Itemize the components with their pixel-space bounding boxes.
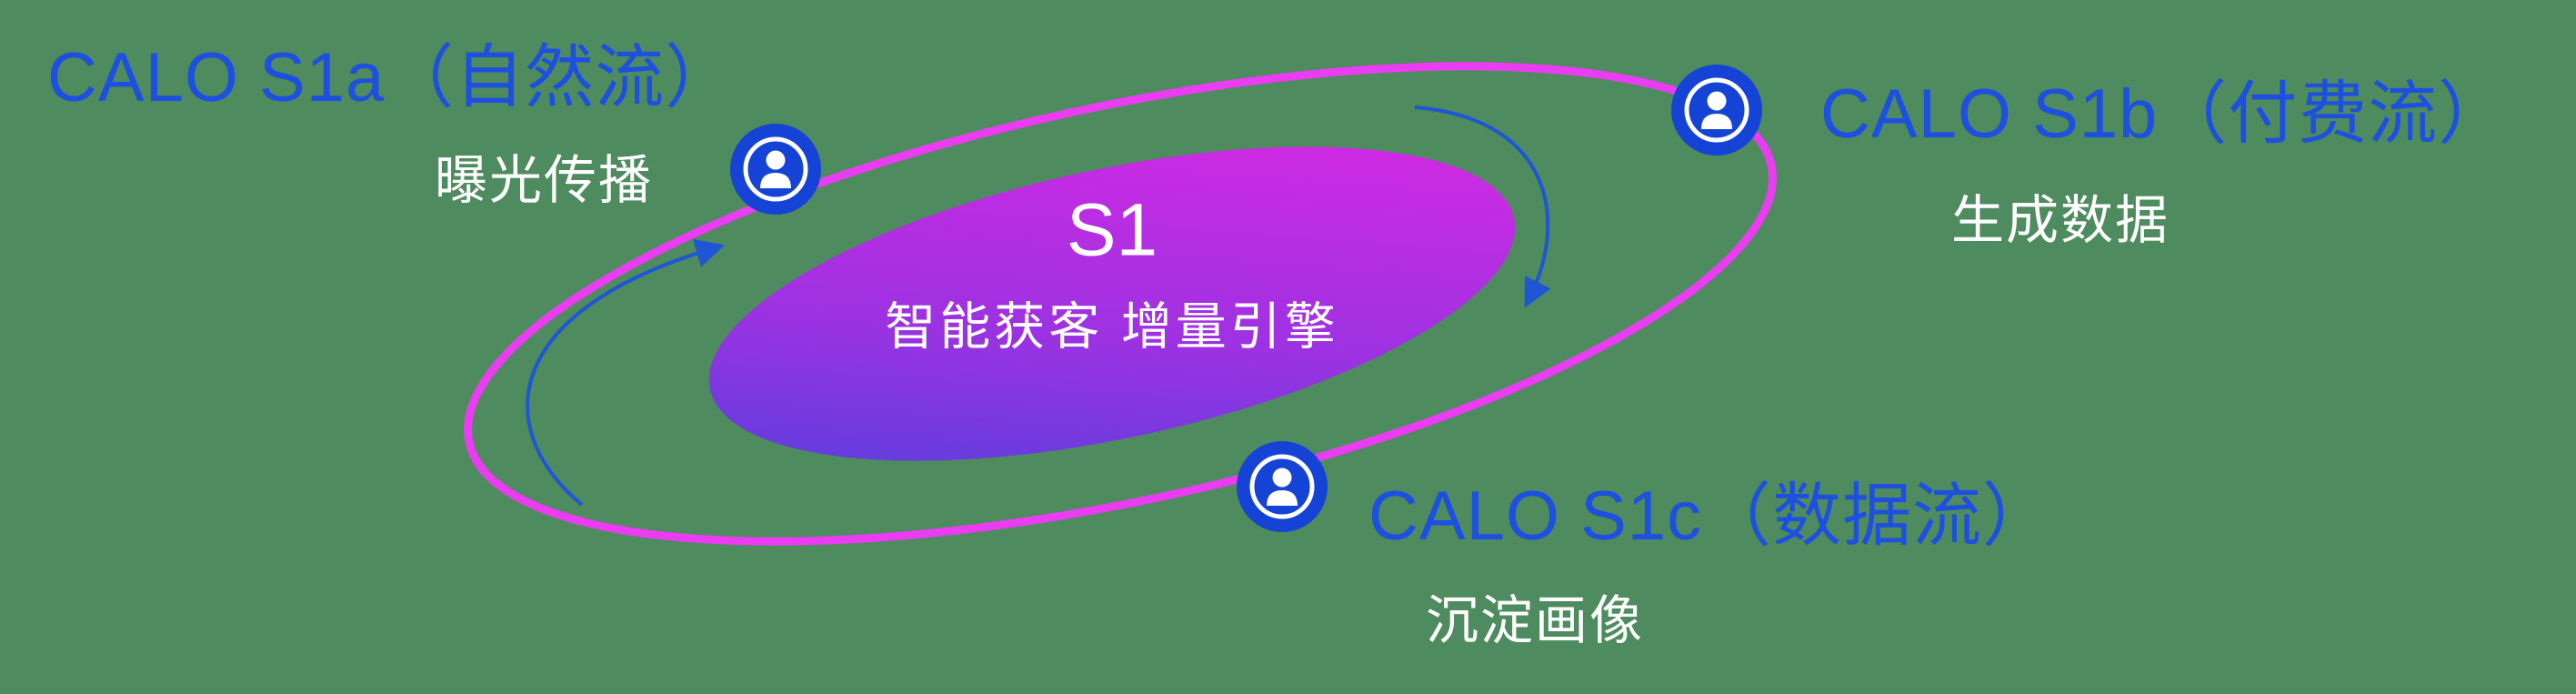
node-title-s1c: CALO S1c（数据流） xyxy=(1368,478,2053,555)
orbit-ring xyxy=(464,62,1777,546)
node-subtitle-s1b: 生成数据 xyxy=(1951,191,2170,250)
node-title-s1a: CALO S1a（自然流） xyxy=(47,39,736,116)
core-ellipse xyxy=(708,146,1516,461)
node-subtitle-s1a: 曝光传播 xyxy=(435,151,654,210)
core-subtitle: 智能获客 增量引擎 xyxy=(885,297,1339,356)
user-icon-s1a xyxy=(730,124,821,215)
core-title: S1 xyxy=(1066,188,1158,272)
user-icon-s1b xyxy=(1671,65,1762,156)
flow-arrow-right xyxy=(1414,106,1551,308)
core-text-block: S1 智能获客 增量引擎 xyxy=(885,189,1339,359)
flow-arrow-left xyxy=(526,238,726,507)
node-title-s1b: CALO S1b（付费流） xyxy=(1820,75,2509,153)
user-icon-s1c xyxy=(1237,441,1328,532)
node-subtitle-s1c: 沉淀画像 xyxy=(1426,591,1645,650)
